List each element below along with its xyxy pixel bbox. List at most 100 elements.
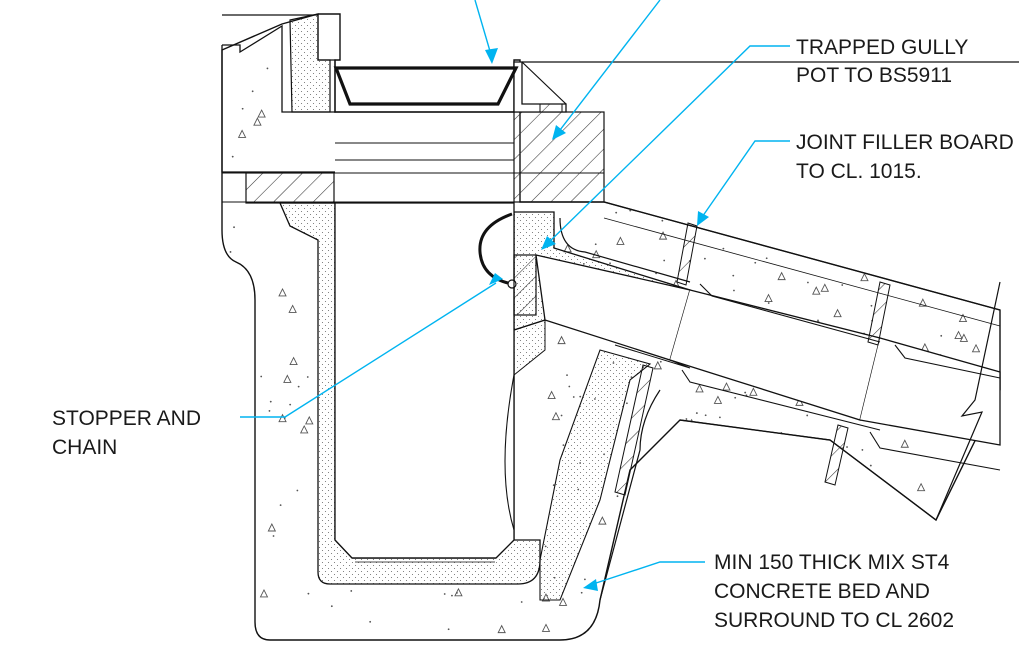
aggregate-dot [870, 304, 873, 307]
aggregate-mark [722, 382, 731, 391]
aggregate-mark [840, 240, 849, 250]
aggregate-dot [233, 226, 235, 229]
aggregate-mark [557, 335, 566, 345]
aggregate-mark [497, 624, 506, 634]
leader-gully-pot [545, 45, 790, 246]
aggregate-dot [869, 464, 872, 467]
arrowhead [485, 48, 498, 64]
aggregate-dot [859, 479, 861, 482]
label-joint-filler: JOINT FILLER BOARD TO CL. 1015. [796, 131, 1019, 183]
leader-concrete [589, 561, 705, 586]
aggregate-dot [607, 580, 609, 583]
aggregate-dot [732, 274, 735, 277]
aggregate-dot [279, 504, 282, 507]
aggregate-mark [975, 208, 984, 217]
aggregate-mark [616, 236, 625, 245]
aggregate-mark [305, 415, 314, 425]
aggregate-dot [369, 620, 372, 623]
leader-arrowheads [485, 48, 709, 591]
aggregate-dot [629, 209, 632, 212]
aggregate-mark [812, 286, 821, 295]
callout-labels: TRAPPED GULLY POT TO BS5911 JOINT FILLER… [52, 36, 1019, 632]
aggregate-dot [806, 414, 809, 417]
aggregate-dot [675, 455, 678, 458]
aggregate-mark [288, 304, 297, 313]
aggregate-mark [299, 424, 309, 434]
aggregate-dot [940, 334, 943, 337]
aggregate-mark [237, 129, 247, 138]
aggregate-dot [566, 374, 568, 376]
aggregate-dot [229, 251, 232, 253]
arrowhead [489, 273, 503, 285]
aggregate-dot [231, 155, 234, 158]
aggregate-mark [267, 522, 277, 532]
aggregate-dot [733, 289, 735, 292]
aggregate-dot [859, 487, 862, 490]
aggregate-dot [807, 281, 809, 284]
aggregate-dot [572, 396, 575, 398]
aggregate-dot [594, 243, 597, 246]
aggregate-dot [937, 231, 939, 233]
aggregate-mark [954, 330, 963, 340]
aggregate-dot [877, 223, 879, 225]
aggregate-mark [971, 343, 981, 353]
aggregate-dot [737, 478, 740, 481]
aggregate-dot [623, 518, 626, 521]
aggregate-mark [289, 356, 298, 366]
aggregate-dot [268, 410, 271, 412]
aggregate-dot [616, 495, 619, 498]
aggregate-dot [685, 418, 688, 420]
kerb-block [221, 13, 336, 173]
aggregate-dot [552, 484, 555, 487]
aggregate-dot [272, 535, 275, 537]
aggregate-mark [694, 456, 704, 465]
arrowhead [541, 236, 556, 250]
aggregate-mark [253, 117, 262, 126]
aggregate-dot [447, 628, 450, 631]
aggregate-dot [289, 403, 292, 406]
leader-lines [240, 0, 790, 586]
aggregate-dot [722, 247, 725, 250]
aggregate-dot [296, 489, 299, 492]
aggregate-dot [760, 484, 762, 486]
aggregate-dot [562, 444, 565, 447]
aggregate-dot [609, 262, 611, 265]
leader-grating [474, 0, 493, 59]
aggregate-dot [443, 593, 446, 595]
aggregate-mark [916, 482, 926, 492]
aggregate-dot [695, 412, 698, 414]
aggregate-mark [786, 451, 795, 460]
aggregate-dot [663, 259, 666, 262]
aggregate-dot [560, 414, 563, 417]
aggregate-dot [754, 261, 757, 264]
aggregate-mark [259, 588, 269, 598]
aggregate-mark [764, 293, 773, 303]
aggregate-dot [626, 402, 628, 405]
outlet-pipe [535, 201, 1001, 601]
leader-joint-filler [699, 140, 790, 221]
aggregate-dot [734, 396, 737, 399]
aggregate-dot [456, 591, 458, 594]
aggregate-dot [661, 219, 664, 222]
aggregate-dot [864, 230, 867, 233]
aggregate-dot [704, 257, 706, 260]
aggregate-dot [451, 594, 453, 597]
aggregate-dot [330, 605, 333, 608]
aggregate-mark [598, 516, 607, 525]
aggregate-mark [958, 313, 968, 322]
aggregate-mark [749, 387, 758, 396]
aggregate-dot [767, 302, 770, 304]
aggregate-dot [846, 446, 848, 448]
aggregate-dot [241, 107, 244, 110]
aggregate-dot [765, 257, 768, 260]
aggregate-dot [615, 211, 618, 214]
aggregate-dot [580, 591, 583, 594]
arrowhead [697, 211, 709, 226]
aggregate-mark [547, 390, 556, 399]
aggregate-dot [579, 395, 582, 398]
aggregate-dot [806, 463, 809, 466]
aggregate-mark [257, 109, 266, 118]
joint-filler-strips [614, 222, 891, 496]
aggregate-mark [695, 383, 704, 393]
